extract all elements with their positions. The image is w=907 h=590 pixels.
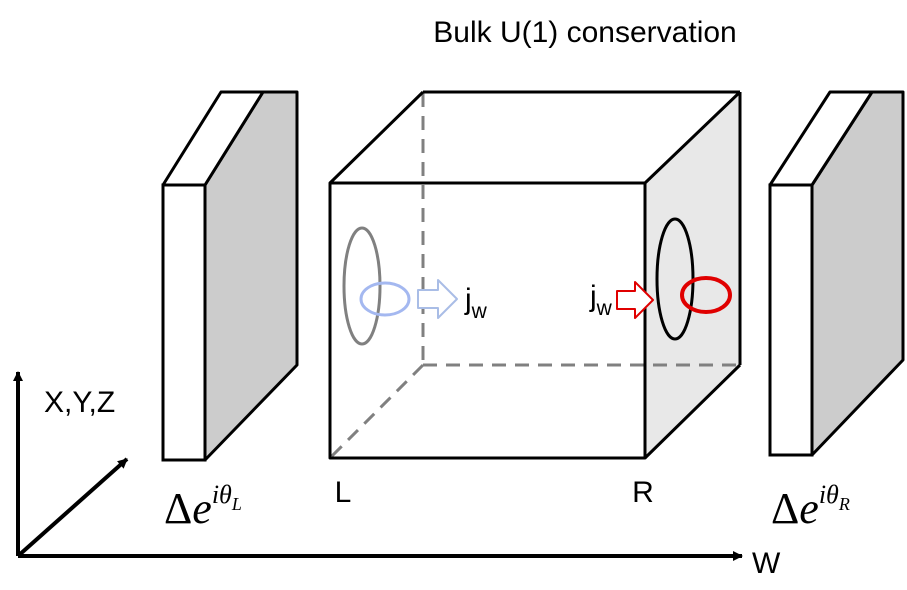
visible-edges — [328, 90, 742, 460]
left-surface-ellipse — [342, 226, 382, 346]
hidden-edges — [328, 93, 740, 460]
left-current-label: jw — [464, 283, 488, 323]
right-current-arrow — [616, 281, 654, 319]
right-current-loop — [680, 276, 732, 314]
left-superconductor-slab — [161, 90, 299, 462]
vertical-axis-label: X,Y,Z — [44, 386, 115, 419]
coordinate-axes — [13, 371, 743, 561]
diagram-title: Bulk U(1) conservation — [433, 16, 736, 49]
bulk-right-label: R — [632, 476, 654, 509]
left-current-loop — [359, 281, 411, 317]
right-current-label: jw — [589, 280, 613, 320]
left-current-arrow — [417, 279, 458, 319]
bulk-cube — [328, 90, 742, 460]
diagonal-axis-arrow — [16, 457, 129, 558]
bulk-left-label: L — [335, 476, 352, 509]
right-superconductor-slab — [768, 90, 905, 457]
left-order-parameter-label: ΔeiθL — [164, 480, 242, 533]
right-order-parameter-label: ΔeiθR — [771, 480, 850, 533]
horizontal-axis-label: W — [752, 547, 781, 580]
